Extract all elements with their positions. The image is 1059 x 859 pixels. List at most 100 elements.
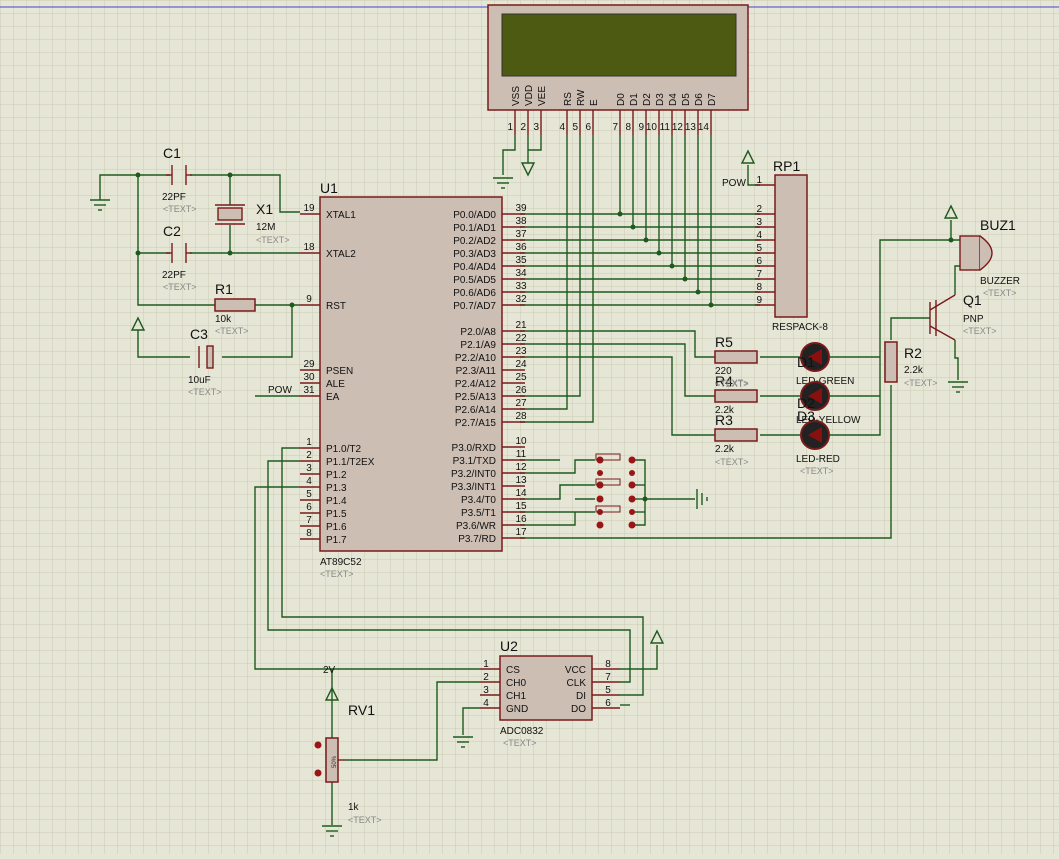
u2-pin-number: 7 — [605, 672, 611, 683]
buz1-text: <TEXT> — [983, 288, 1017, 298]
lcd-pin-name: VDD — [524, 85, 535, 106]
u1-pin-number: 32 — [515, 294, 527, 305]
r1-text: <TEXT> — [215, 326, 249, 336]
r5-value: 220 — [715, 366, 732, 377]
u1-pin-name: P2.1/A9 — [460, 340, 496, 351]
u1-pin-name: P3.0/RXD — [452, 443, 496, 454]
led-row-green[interactable]: R5 220 <TEXT> D1 LED-GREEN — [714, 334, 854, 388]
r1-value: 10k — [215, 314, 232, 325]
capacitor-c3[interactable]: C3 10uF <TEXT> — [188, 326, 222, 397]
resistor-r2[interactable]: R2 2.2k <TEXT> — [884, 341, 938, 388]
d2-ref: D2 — [797, 395, 815, 411]
r3-text: <TEXT> — [715, 457, 749, 467]
r3-ref: R3 — [715, 412, 733, 428]
u2-pin-name: CH1 — [506, 691, 526, 702]
u1-pin-name: P1.5 — [326, 509, 347, 520]
rp1-ref: RP1 — [773, 158, 800, 174]
crystal-x1[interactable]: X1 12M <TEXT> — [215, 201, 290, 245]
transistor-q1[interactable]: Q1 PNP <TEXT> — [929, 292, 997, 341]
rp1-pin-number: 1 — [756, 175, 762, 186]
u1-pin-name: P1.4 — [326, 496, 347, 507]
rp1-pin-number: 2 — [756, 204, 762, 215]
q1-text: <TEXT> — [963, 326, 997, 336]
u1-pin-name: P2.0/A8 — [460, 327, 496, 338]
x1-text: <TEXT> — [256, 235, 290, 245]
x1-value: 12M — [256, 222, 275, 233]
u1-pin-number: 3 — [306, 463, 312, 474]
rp1-pin-number: 9 — [756, 295, 762, 306]
u1-pin-name: P2.5/A13 — [455, 392, 497, 403]
lcd-pin-name: RW — [576, 89, 587, 106]
u1-pin-number: 38 — [515, 216, 527, 227]
u2-pin-number: 4 — [483, 698, 489, 709]
led-row-red[interactable]: R3 2.2k <TEXT> D3 LED-RED <TEXT> — [714, 408, 840, 476]
r5-ref: R5 — [715, 334, 733, 350]
u1-pin-name: P3.7/RD — [458, 534, 496, 545]
u1-pin-number: 22 — [515, 333, 527, 344]
led-row-yellow[interactable]: R4 2.2k <TEXT> D2 LED-YELLOW — [714, 373, 861, 426]
u1-pin-number: 4 — [306, 476, 312, 487]
u2-pin-number: 1 — [483, 659, 489, 670]
c2-text: <TEXT> — [163, 282, 197, 292]
pow-label-ea: POW — [268, 385, 292, 396]
buzzer-buz1[interactable]: BUZ1 BUZZER <TEXT> — [959, 217, 1020, 298]
lcd-pin-name: E — [589, 99, 600, 106]
u1-pin-number: 33 — [515, 281, 527, 292]
resistor-r1[interactable]: R1 10k <TEXT> — [214, 281, 256, 336]
u1-pin-number: 35 — [515, 255, 527, 266]
d3-ref: D3 — [797, 408, 815, 424]
capacitor-c2[interactable]: C2 22PF <TEXT> — [162, 223, 197, 292]
lcd-pin-name: VEE — [537, 86, 548, 106]
u2-pin-number: 8 — [605, 659, 611, 670]
u1-pin-name: P0.1/AD1 — [453, 223, 496, 234]
c1-ref: C1 — [163, 145, 181, 161]
u1-pin-number: 6 — [306, 502, 312, 513]
d3-text: <TEXT> — [800, 466, 834, 476]
push-buttons[interactable] — [595, 453, 636, 529]
r5-text: <TEXT> — [715, 378, 749, 388]
lcd-pin-number: 14 — [698, 122, 710, 133]
u2-text: <TEXT> — [503, 738, 537, 748]
u2-pin-number: 6 — [605, 698, 611, 709]
lcd-display[interactable]: VSS1VDD2VEE3RS4RW5E6D07D18D29D310D411D51… — [487, 4, 749, 135]
u1-pin-number: 27 — [515, 398, 527, 409]
capacitor-c1[interactable]: C1 22PF <TEXT> — [162, 145, 197, 214]
u2-pin-number: 2 — [483, 672, 489, 683]
rp1-pin-number: 6 — [756, 256, 762, 267]
c3-ref: C3 — [190, 326, 208, 342]
lcd-pin-number: 3 — [533, 122, 539, 133]
d1-part: LED-GREEN — [796, 376, 854, 387]
u1-pin-name: P3.4/T0 — [461, 495, 496, 506]
rp1-pin-number: 3 — [756, 217, 762, 228]
u2-pin-name: VCC — [565, 665, 586, 676]
lcd-pin-name: D1 — [629, 93, 640, 106]
r4-value: 2.2k — [715, 405, 735, 416]
u2-pin-name: CS — [506, 665, 520, 676]
u1-pin-number: 2 — [306, 450, 312, 461]
button-4 — [596, 521, 636, 529]
u2-pin-name: DO — [571, 704, 586, 715]
lcd-pin-number: 2 — [520, 122, 526, 133]
u1-pin-name: RST — [326, 301, 346, 312]
u1-pin-number: 37 — [515, 229, 527, 240]
button-1 — [595, 453, 636, 464]
u1-pin-name: P2.2/A10 — [455, 353, 497, 364]
u1-pin-name: P2.4/A12 — [455, 379, 497, 390]
c1-text: <TEXT> — [163, 204, 197, 214]
r4-text: <TEXT> — [715, 379, 749, 389]
c3-text: <TEXT> — [188, 387, 222, 397]
u1-pin-number: 9 — [306, 294, 312, 305]
u1-pin-name: P0.5/AD5 — [453, 275, 496, 286]
u1-ref: U1 — [320, 180, 338, 196]
rp1-pin-number: 8 — [756, 282, 762, 293]
mcu-u1[interactable]: U1 AT89C52 <TEXT> 19XTAL118XTAL29RST29PS… — [300, 180, 527, 579]
u1-pin-number: 31 — [303, 385, 315, 396]
adc-u2[interactable]: U2 ADC0832 <TEXT> 1CS2CH03CH14GND8VCC7CL… — [480, 638, 620, 748]
d1-ref: D1 — [797, 354, 815, 370]
potentiometer-rv1[interactable]: 50% RV1 1k <TEXT> — [314, 702, 382, 825]
u1-pin-name: P0.6/AD6 — [453, 288, 496, 299]
button-3 — [595, 495, 636, 515]
